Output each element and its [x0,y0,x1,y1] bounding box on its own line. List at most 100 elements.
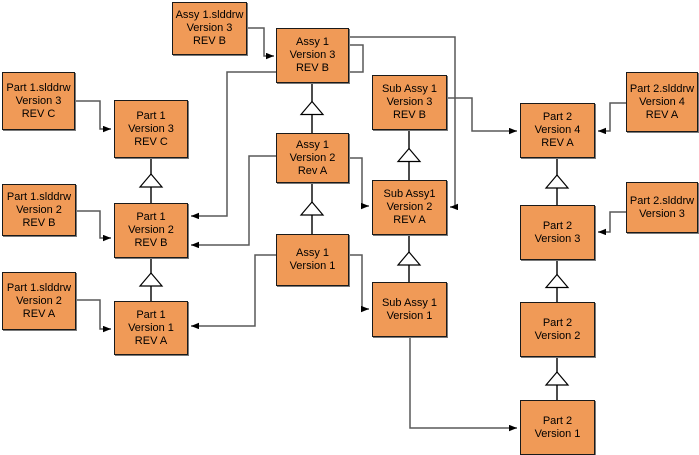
node-label-line: Part 1 [136,308,166,321]
generalization-assy1_v2-to-assy1_v3 [299,83,325,133]
generalization-triangle-icon [138,173,164,188]
generalization-triangle-icon [544,174,570,189]
node-label-line: Assy 1 [295,247,329,259]
generalization-triangle-icon [544,273,570,289]
edge-subassy1_v3-to-part2_v4 [447,97,517,135]
node-label-line: Sub Assy 1 [381,83,438,95]
edge-assy1_v1-to-part1_v1 [191,254,276,330]
node-label-line: Version 2 [386,201,433,213]
node-label-line: Version 3 [534,232,581,245]
node-label-line: Sub Assy1 [383,188,436,200]
edge-part1_drw_v3-to-part1_v3 [75,100,111,133]
generalization-part2_v2-to-part2_v3 [544,260,570,302]
edge-part2_drw_v4-to-part2_v4 [598,102,626,135]
node-label-line: Part 1.slddrw [6,81,71,94]
node-label-line: Part 2.slddrw [629,82,695,95]
node-label-line: Assy 1.slddrw [175,9,244,21]
node-label-line: Version 3 [15,94,62,107]
edge-assy1_v1-to-subassy1_v1 [349,254,369,313]
node-label-line: REV A [541,137,574,149]
generalization-edge-group [138,83,570,400]
node-label-line: REV B [392,109,426,121]
node-label-line: Part 2 [542,316,573,329]
node-label-line: Part 2 [542,219,573,232]
node-label-line: Part 1.slddrw [6,281,72,294]
node-label-line: REV B [134,237,168,249]
node-label-line: Part 2.slddrw [629,194,695,207]
generalization-part2_v1-to-part2_v2 [544,357,570,400]
node-label-line: Version 3 [128,122,174,135]
node-label-line: Part 1 [136,211,166,223]
edge-part2_drw_v3-to-part2_v3 [598,211,626,236]
edge-assy1_drw_v3-to-assy1_v3 [247,27,274,60]
generalization-triangle-icon [299,201,325,216]
generalization-triangle-icon [544,371,570,386]
node-label-line: REV A [22,307,56,320]
node-label-line: REV B [192,35,226,47]
node-label-line: Version 3 [289,49,336,61]
node-label-line: REV A [393,214,426,226]
node-label-line: Version 2 [128,224,174,236]
node-label-line: Version 2 [534,329,581,342]
node-label-line: Version 4 [534,124,581,136]
node-label-line: Version 3 [639,207,685,220]
edge-part1_drw_v2a-to-part1_v1 [76,299,111,333]
node-label-line: Version 2 [16,203,62,216]
node-label-line: Version 3 [386,96,433,108]
edge-assy1_v2-to-subassy1_v2 [349,157,369,210]
generalization-part2_v3-to-part2_v4 [544,158,570,205]
node-label-line: Part 1.slddrw [6,190,72,203]
node-label-line: REV B [22,216,56,229]
node-label-line: Version 1 [289,260,336,272]
edge-assy1_v2-to-part1_v2 [191,155,276,249]
generalization-assy1_v1-to-assy1_v2 [299,183,325,234]
node-label-line: Assy 1 [295,138,329,151]
node-label-line: Sub Assy 1 [381,296,438,309]
node-label-line: Assy 1 [295,36,329,48]
generalization-part1_v2-to-part1_v3 [138,158,164,203]
node-label-line: REV A [134,334,168,347]
generalization-triangle-icon [138,272,164,287]
node-label-line: Version 1 [386,309,433,322]
node-label-line: Version 1 [128,321,174,334]
node-label-line: Version 1 [534,427,581,440]
generalization-subassy1_v2-to-subassy1_v3 [396,130,422,180]
edge-assy1_v3-to-subassy1_v2 [349,36,458,211]
node-label-line: REV C [134,135,168,148]
edge-subassy1_v1-to-part2_v1 [409,337,517,432]
edge-part1_drw_v2b-to-part1_v2 [76,210,111,242]
generalization-part1_v1-to-part1_v2 [138,258,164,301]
node-label-line: Part 1 [136,109,166,122]
generalization-subassy1_v1-to-subassy1_v2 [396,235,422,282]
node-label-line: REV B [295,62,329,74]
node-label-line: Version 3 [186,22,233,34]
node-label-line: Version 2 [289,151,336,164]
arrow-edge-group [75,27,626,432]
generalization-triangle-icon [396,147,422,163]
node-label-line: REV C [21,107,56,120]
generalization-triangle-icon [396,251,422,266]
node-label-line: Version 4 [639,95,685,108]
node-label-line: Version 2 [16,294,62,307]
